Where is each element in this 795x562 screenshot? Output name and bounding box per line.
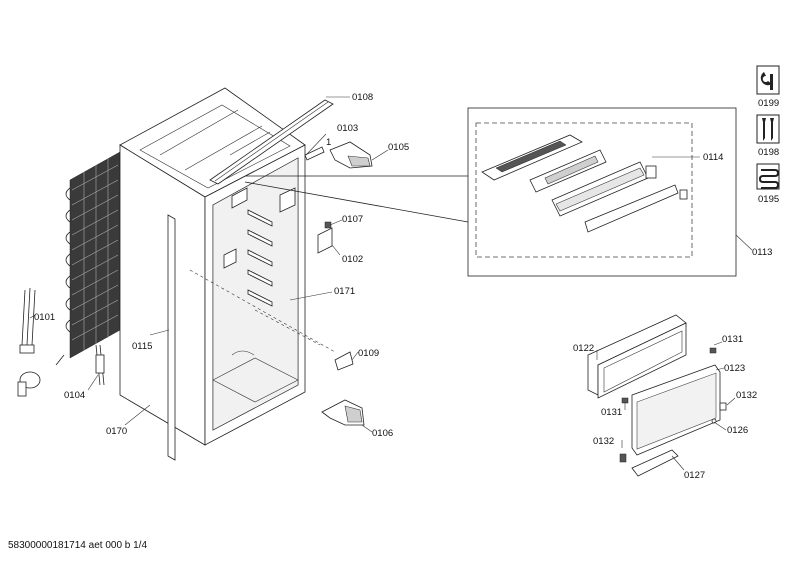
light-plate xyxy=(317,221,333,254)
label-0115: 0115 xyxy=(132,341,152,352)
label-0102: 0102 xyxy=(342,254,363,265)
temperature-sensor xyxy=(95,344,105,386)
legend: 0199 0198 0195 xyxy=(756,65,780,205)
clip-0132b xyxy=(619,453,627,463)
label-0171: 0171 xyxy=(334,286,355,297)
label-0170: 0170 xyxy=(106,426,127,437)
tools-icon xyxy=(756,65,780,95)
label-0114: 0114 xyxy=(703,152,723,163)
condenser-coil xyxy=(55,151,121,366)
label-0104: 0104 xyxy=(64,390,85,401)
part-labels: 0108 0103 1 0105 0107 0102 0171 0109 010… xyxy=(34,92,772,481)
drawer-handle xyxy=(631,449,679,477)
screw-0126 xyxy=(711,418,717,424)
label-0131-top: 0131 xyxy=(722,334,743,345)
hinge-top xyxy=(329,141,373,169)
cabinet-housing xyxy=(119,87,306,461)
legend-code-0198: 0198 xyxy=(758,147,779,158)
label-0131-mid: 0131 xyxy=(601,407,622,418)
wiring-harness xyxy=(17,287,41,397)
legend-code-0199: 0199 xyxy=(758,98,779,109)
control-module-box xyxy=(244,107,737,277)
cover-part xyxy=(304,146,325,161)
label-0123: 0123 xyxy=(724,363,745,374)
bracket xyxy=(334,351,354,371)
drawer-frame xyxy=(587,314,687,399)
label-0109: 0109 xyxy=(358,348,379,359)
label-0132-right: 0132 xyxy=(736,390,757,401)
label-0132-left: 0132 xyxy=(593,436,614,447)
top-rail xyxy=(209,99,334,185)
label-0105: 0105 xyxy=(388,142,409,153)
screws-icon xyxy=(756,114,780,144)
label-0126: 0126 xyxy=(727,425,748,436)
label-0103: 0103 xyxy=(337,123,358,134)
clip-0132a xyxy=(719,402,727,411)
document-id: 58300000181714 aet 000 b 1/4 xyxy=(8,540,148,551)
hinge-bottom xyxy=(321,399,365,426)
legend-code-0195: 0195 xyxy=(758,194,779,205)
label-0122: 0122 xyxy=(573,343,594,354)
drawer-front xyxy=(631,364,721,456)
label-0101: 0101 xyxy=(34,312,55,323)
leader-lines xyxy=(29,96,753,471)
label-0113: 0113 xyxy=(752,247,772,258)
label-0108: 0108 xyxy=(352,92,373,103)
label-0107: 0107 xyxy=(342,214,363,225)
label-0106: 0106 xyxy=(372,428,393,439)
label-callout-1: 1 xyxy=(326,137,331,148)
heating-coil-icon xyxy=(756,163,780,190)
label-0127: 0127 xyxy=(684,470,705,481)
clip-0131a xyxy=(709,347,717,354)
